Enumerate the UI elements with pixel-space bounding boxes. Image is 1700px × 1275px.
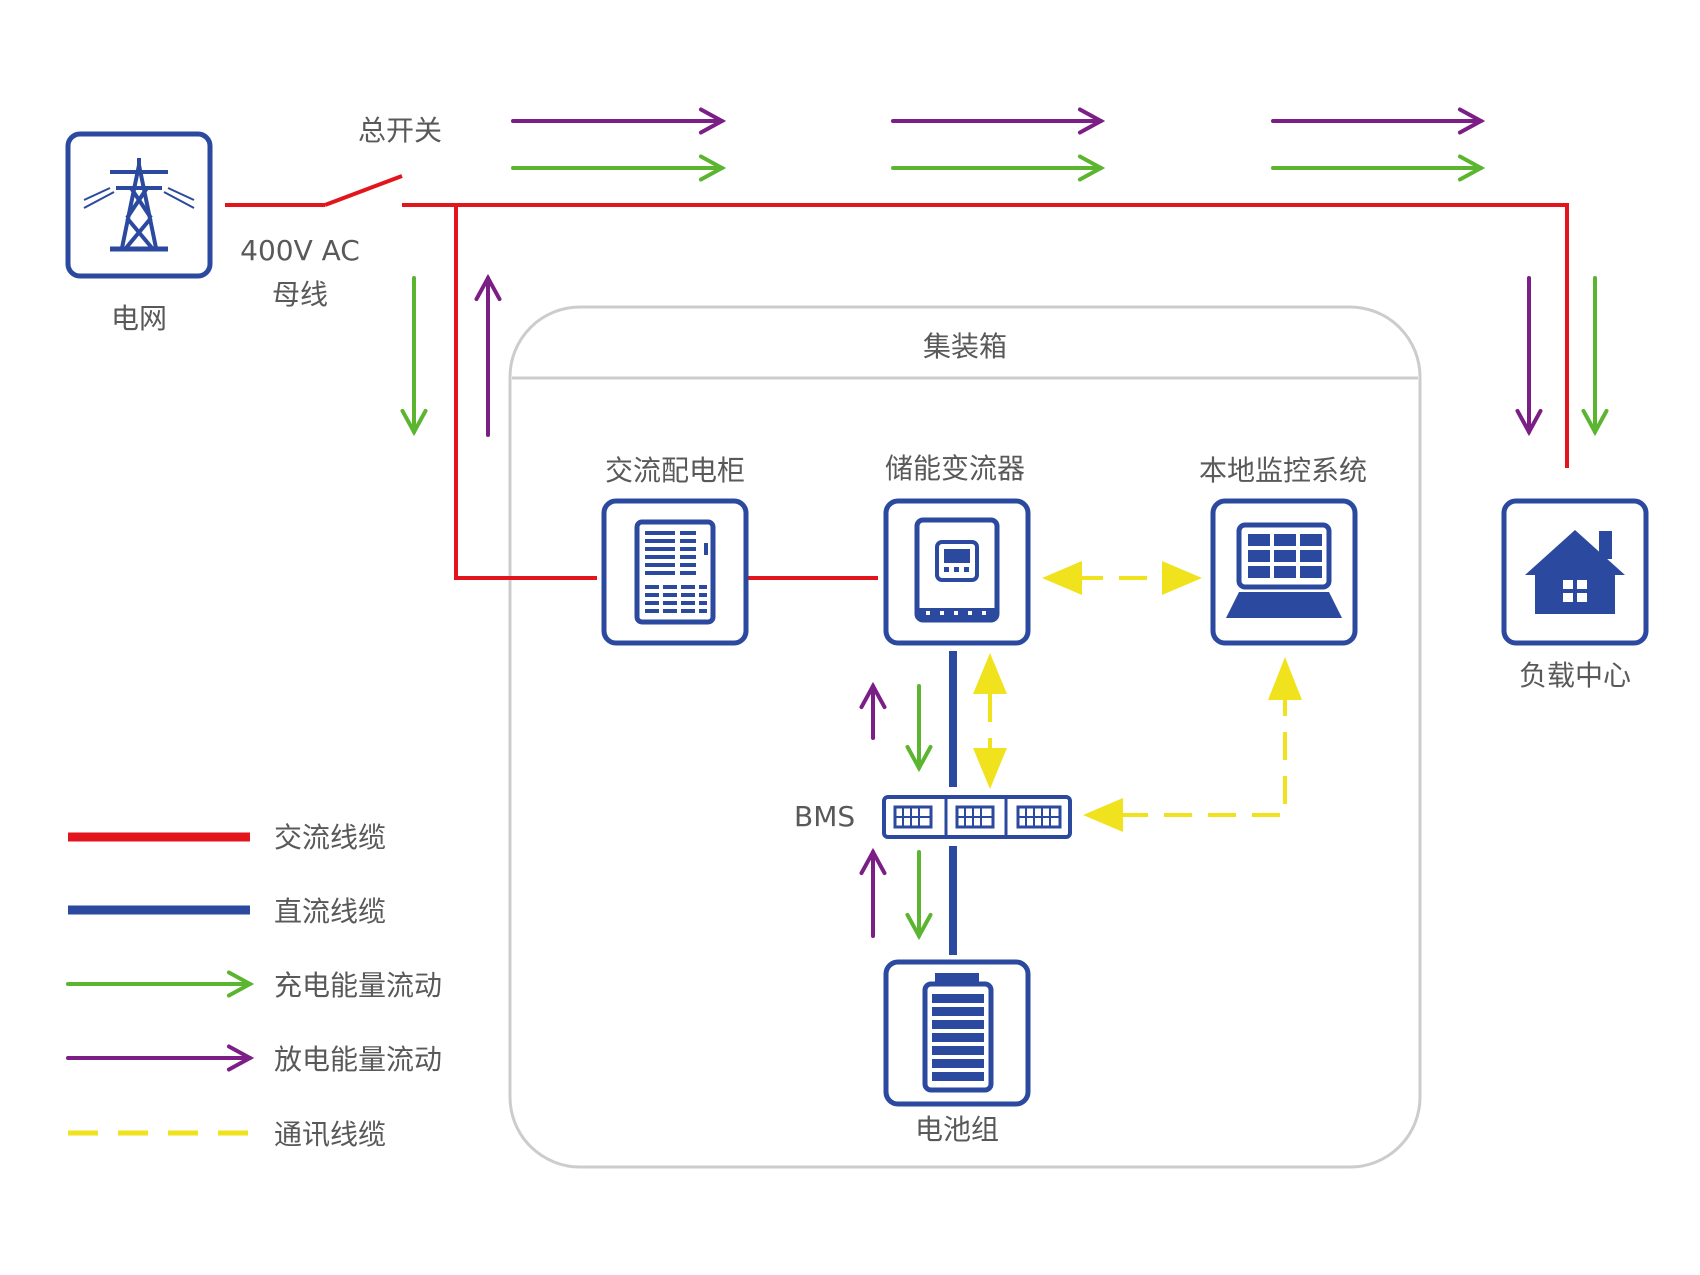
comm-arrowhead bbox=[1162, 561, 1202, 595]
container-label: 集装箱 bbox=[922, 330, 1008, 363]
pcs-label: 储能变流器 bbox=[884, 452, 1026, 485]
comm-arrowhead bbox=[973, 748, 1007, 789]
power-tower-icon bbox=[83, 158, 195, 252]
legend-swatch bbox=[66, 1044, 255, 1072]
legend-comm-label: 通讯线缆 bbox=[274, 1118, 387, 1151]
charge-arrow bbox=[400, 276, 428, 437]
main-switch-label: 总开关 bbox=[357, 114, 443, 147]
cabinet-icon bbox=[634, 519, 716, 625]
comm-arrowheads bbox=[973, 561, 1302, 832]
legend-discharge-label: 放电能量流动 bbox=[274, 1043, 443, 1076]
grid-box bbox=[65, 131, 213, 279]
comm-arrowhead bbox=[1042, 561, 1082, 595]
battery-box bbox=[883, 959, 1031, 1107]
house-icon bbox=[1525, 530, 1625, 614]
discharge-arrow bbox=[891, 107, 1106, 135]
charge-arrow bbox=[905, 850, 933, 941]
laptop-icon bbox=[1226, 522, 1342, 618]
load-label: 负载中心 bbox=[1518, 659, 1632, 692]
discharge-arrow bbox=[474, 273, 502, 437]
inverter-icon bbox=[914, 517, 1000, 623]
legend-charge-label: 充电能量流动 bbox=[274, 969, 443, 1002]
legend bbox=[66, 832, 255, 1136]
load-box bbox=[1501, 498, 1649, 646]
ac-cable bbox=[225, 174, 1569, 580]
charge-arrow bbox=[511, 154, 727, 182]
charge-arrow bbox=[1581, 276, 1609, 437]
legend-dc-label: 直流线缆 bbox=[274, 895, 387, 928]
pcs-box bbox=[883, 498, 1031, 646]
bus-label: 母线 bbox=[271, 278, 329, 311]
legend-swatch bbox=[66, 970, 255, 998]
discharge-arrow bbox=[859, 847, 887, 938]
bms-label: BMS bbox=[794, 800, 856, 833]
battery-label: 电池组 bbox=[914, 1113, 1000, 1146]
comm-arrowhead bbox=[1268, 657, 1302, 700]
ac-cabinet-box bbox=[601, 498, 749, 646]
comm-arrowhead bbox=[1083, 798, 1123, 832]
energy-flow-arrows bbox=[400, 107, 1609, 941]
legend-ac-label: 交流线缆 bbox=[274, 821, 387, 854]
bus-voltage-label: 400V AC bbox=[240, 234, 360, 267]
comm-arrowhead bbox=[973, 653, 1007, 694]
charge-arrow bbox=[891, 154, 1106, 182]
charge-arrow bbox=[1271, 154, 1486, 182]
comm-cable bbox=[988, 576, 1287, 817]
grid-label: 电网 bbox=[110, 302, 168, 335]
ac-cabinet-label: 交流配电柜 bbox=[604, 454, 746, 487]
charge-arrow bbox=[905, 684, 933, 773]
monitor-box bbox=[1210, 498, 1358, 646]
discharge-arrow bbox=[1271, 107, 1486, 135]
discharge-arrow bbox=[511, 107, 727, 135]
container-box bbox=[508, 305, 1422, 1169]
bms-box bbox=[882, 795, 1072, 839]
monitor-label: 本地监控系统 bbox=[1198, 454, 1368, 487]
battery-icon bbox=[922, 973, 994, 1093]
discharge-arrow bbox=[859, 681, 887, 740]
discharge-arrow bbox=[1515, 276, 1543, 437]
bms-rack-icon bbox=[893, 799, 1062, 835]
